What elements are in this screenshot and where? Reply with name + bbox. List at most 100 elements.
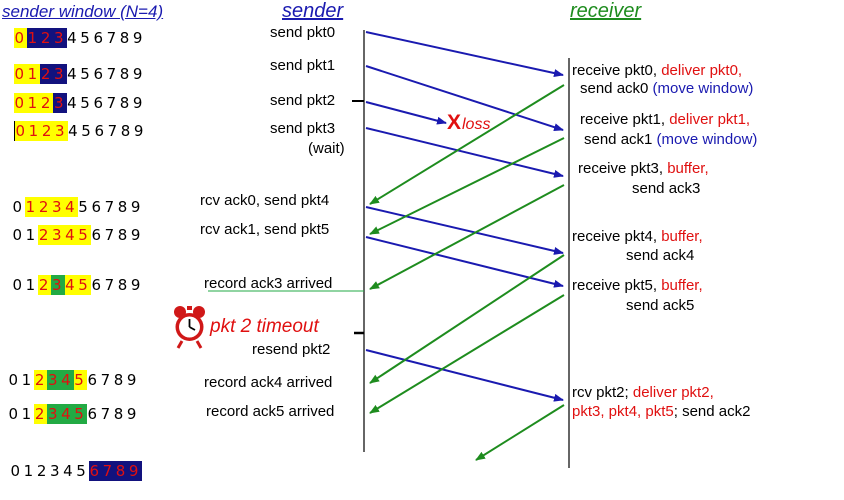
pkt1-arrow [365, 65, 564, 132]
seq-num: 5 [77, 225, 91, 245]
seq-num: 5 [76, 462, 89, 480]
seq-num: 5 [73, 404, 87, 424]
seq-num: 8 [117, 276, 130, 294]
seq-num: 9 [126, 405, 140, 423]
seq-num: 8 [117, 226, 130, 244]
seq-num: 7 [107, 122, 120, 140]
seq-num: 1 [25, 197, 39, 217]
ack5-arrow [369, 294, 565, 414]
pkt3-arrow [365, 127, 564, 178]
sender-window-title: sender window (N=4) [2, 2, 164, 21]
seq-num: 2 [40, 93, 54, 113]
receiver-event-pkt0-ack: send ack0 (move window) [580, 80, 754, 97]
receiver-event-pkt4-ack: send ack4 [626, 247, 695, 264]
seq-num: 9 [130, 276, 144, 294]
receiver-event-pkt5: receive pkt5, buffer, [572, 277, 703, 294]
sender-window-row: 0123456789 [8, 404, 140, 424]
seq-num: 4 [64, 225, 78, 245]
seq-num: 8 [113, 371, 126, 389]
seq-num: 0 [12, 226, 25, 244]
seq-num: 3 [51, 225, 65, 245]
receiver-event-pkt2-deliver: pkt3, pkt4, pkt5; send ack2 [572, 403, 751, 420]
seq-num: 3 [47, 370, 61, 390]
sender-window-row: 0123456789 [10, 461, 142, 481]
sender-event-wait: (wait) [308, 140, 345, 157]
seq-num: 5 [80, 94, 93, 112]
sender-event-record-ack5: record ack5 arrived [206, 403, 335, 420]
seq-num: 0 [14, 93, 28, 113]
seq-num: 0 [12, 198, 25, 216]
seq-num: 6 [91, 226, 104, 244]
seq-num: 8 [119, 29, 132, 47]
ack0-arrow [369, 84, 565, 205]
seq-num: 7 [104, 276, 117, 294]
pkt5-arrow [365, 236, 564, 288]
seq-num: 7 [102, 461, 116, 481]
seq-num: 3 [53, 93, 67, 113]
seq-num: 6 [87, 405, 100, 423]
sender-title: sender [282, 0, 344, 22]
pkt2-lost-arrow [365, 101, 447, 125]
seq-num: 0 [12, 276, 25, 294]
seq-num: 8 [117, 198, 130, 216]
seq-num: 9 [133, 122, 147, 140]
seq-num: 1 [27, 64, 41, 84]
seq-num: 4 [67, 29, 80, 47]
sender-event-rcv-ack0: rcv ack0, send pkt4 [200, 192, 330, 209]
seq-num: 0 [14, 64, 28, 84]
seq-num: 0 [10, 462, 23, 480]
seq-num: 5 [77, 275, 91, 295]
sender-event-record-ack4: record ack4 arrived [204, 374, 333, 391]
sender-event-record-ack3: record ack3 arrived [204, 275, 333, 292]
seq-num: 3 [53, 64, 67, 84]
seq-num: 1 [23, 462, 36, 480]
seq-num: 2 [36, 462, 49, 480]
seq-num: 6 [88, 461, 103, 481]
seq-num: 6 [91, 198, 104, 216]
seq-num: 7 [106, 65, 119, 83]
seq-num: 4 [67, 94, 80, 112]
seq-num: 1 [21, 405, 34, 423]
receiver-event-pkt1: receive pkt1, deliver pkt1, [580, 111, 751, 128]
seq-num: 1 [27, 93, 41, 113]
seq-num: 8 [119, 94, 132, 112]
seq-num: 3 [51, 275, 65, 295]
seq-num: 1 [28, 121, 42, 141]
seq-num: 0 [8, 405, 21, 423]
seq-num: 4 [63, 462, 76, 480]
seq-num: 9 [130, 198, 144, 216]
seq-num: 6 [93, 65, 106, 83]
seq-num: 8 [120, 122, 133, 140]
seq-num: 8 [119, 65, 132, 83]
seq-num: 1 [21, 371, 34, 389]
seq-num: 9 [132, 65, 146, 83]
seq-num: 7 [106, 94, 119, 112]
ack1-arrow [369, 137, 565, 235]
seq-num: 4 [67, 65, 80, 83]
sender-window-row: 0123456789 [12, 275, 144, 295]
seq-num: 4 [60, 404, 74, 424]
seq-num: 7 [104, 226, 117, 244]
receiver-event-pkt4: receive pkt4, buffer, [572, 228, 703, 245]
seq-num: 3 [54, 121, 68, 141]
seq-num: 0 [15, 121, 29, 141]
receiver-event-pkt1-ack: send ack1 (move window) [584, 131, 758, 148]
sender-event-send-pkt2: send pkt2 [270, 92, 336, 109]
seq-num: 1 [25, 276, 38, 294]
receiver-event-pkt2: rcv pkt2; deliver pkt2, [572, 384, 714, 401]
seq-num: 9 [126, 371, 140, 389]
pkt0-arrow [365, 31, 564, 77]
receiver-event-pkt5-ack: send ack5 [626, 297, 695, 314]
seq-num: 2 [38, 225, 52, 245]
seq-num: 7 [106, 29, 119, 47]
receiver-event-pkt0: receive pkt0, deliver pkt0, [572, 62, 743, 79]
seq-num: 3 [49, 462, 63, 480]
seq-num: 6 [94, 122, 107, 140]
seq-num: 9 [130, 226, 144, 244]
seq-num: 9 [132, 94, 146, 112]
pkt2-resend-arrow [365, 349, 564, 402]
pkt4-arrow [365, 206, 564, 255]
seq-num: 2 [38, 197, 52, 217]
seq-num: 4 [60, 370, 74, 390]
